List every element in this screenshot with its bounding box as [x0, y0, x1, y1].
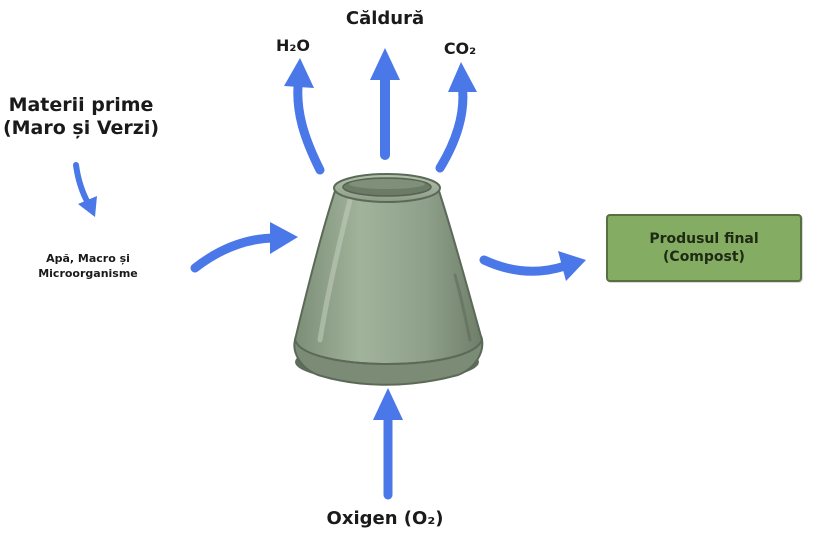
inputs-label: Apă, Macro și Microorganisme [18, 252, 158, 282]
raw-materials-arrow [73, 162, 97, 217]
co2-label: CO₂ [443, 39, 477, 58]
inputs-arrow [190, 222, 298, 273]
raw-materials-label-line2: (Maro și Verzi) [2, 116, 160, 139]
raw-materials-label: Materii prime (Maro și Verzi) [0, 94, 162, 140]
heat-output-arrow [370, 48, 400, 160]
oxygen-input-arrow [373, 388, 403, 500]
compost-vessel-icon [293, 173, 484, 386]
raw-materials-label-line1: Materii prime [8, 94, 154, 116]
water-label: H₂O [276, 36, 310, 55]
oxygen-label: Oxigen (O₂) [326, 508, 444, 529]
water-output-arrow [284, 58, 325, 175]
co2-output-arrow [435, 62, 477, 173]
inputs-label-line2: Microorganisme [38, 266, 138, 280]
heat-label: Căldură [345, 8, 425, 29]
final-product-line2: (Compost) [663, 249, 745, 265]
product-output-arrow [479, 251, 586, 281]
inputs-label-line1: Apă, Macro și [46, 252, 130, 265]
final-product-box: Produsul final (Compost) [606, 214, 802, 282]
final-product-line1: Produsul final [649, 230, 759, 247]
